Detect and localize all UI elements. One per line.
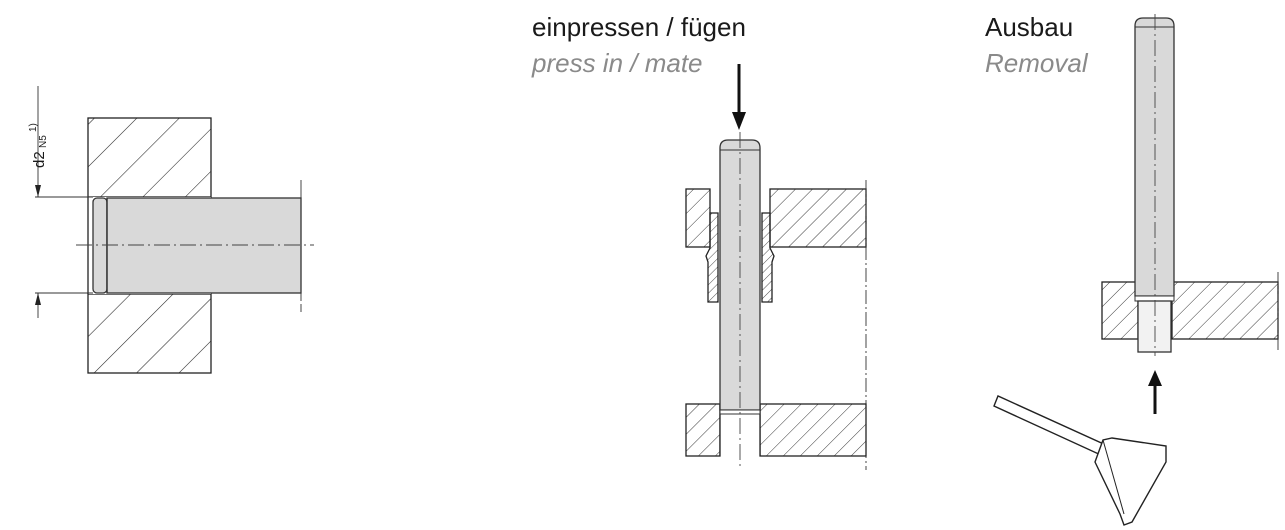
lower-plate (685, 403, 867, 457)
guide-pin-ejected (1134, 17, 1175, 302)
dimension-label: d2 (31, 151, 48, 168)
guide-bushing (705, 212, 775, 303)
press-in-title: einpressen / fügen (532, 12, 746, 42)
press-force-arrow (732, 64, 746, 130)
press-in-subtitle: press in / mate (531, 48, 703, 78)
dimension-subscript: N5 (38, 135, 49, 148)
hammer-icon (993, 395, 1167, 526)
housing-upper-block (87, 117, 212, 198)
removal-subtitle: Removal (985, 48, 1089, 78)
diameter-dimension: d2 N5 1) (28, 86, 93, 318)
removal-force-arrow (1148, 370, 1162, 414)
installed-pin-view: d2 N5 1) (28, 86, 314, 374)
removal-view: Ausbau Removal (985, 12, 1279, 526)
upper-plate (685, 180, 867, 470)
guide-pin (92, 197, 302, 294)
removal-plate (1101, 272, 1279, 350)
ejector-punch (1137, 300, 1172, 353)
dimension-footnote: 1) (28, 123, 39, 132)
housing-lower-block (87, 293, 212, 374)
press-in-view: einpressen / fügen press in / mate (531, 12, 867, 470)
removal-title: Ausbau (985, 12, 1073, 42)
